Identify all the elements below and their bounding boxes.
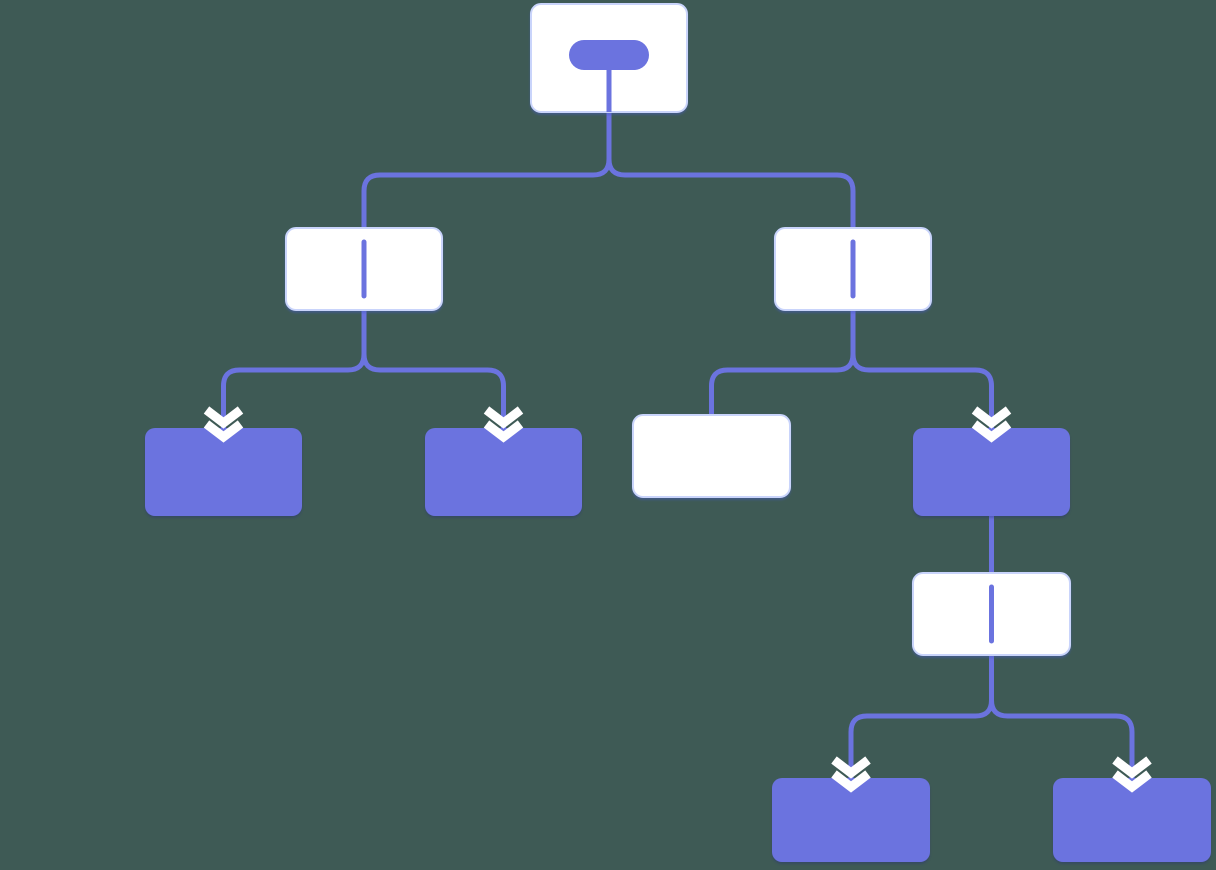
connector-edge — [221, 308, 367, 436]
double-chevron-down-icon — [831, 756, 871, 793]
action-node-3[interactable] — [913, 428, 1070, 516]
chevron-stroke — [1112, 756, 1152, 779]
chevron-stroke — [971, 406, 1012, 429]
chevron-stroke — [203, 420, 244, 443]
chevron-stroke — [1112, 770, 1152, 793]
connector-edge — [361, 110, 612, 230]
chevron-stroke — [831, 770, 871, 793]
action-node-5[interactable] — [1053, 778, 1211, 862]
action-node-1[interactable] — [145, 428, 302, 516]
connector-edge — [606, 110, 856, 230]
branch-node-bottom[interactable] — [912, 572, 1071, 656]
connector-edge — [850, 308, 994, 436]
action-box[interactable] — [1053, 778, 1211, 862]
double-chevron-down-icon — [203, 406, 244, 443]
root-node[interactable] — [530, 3, 688, 113]
action-node-2[interactable] — [425, 428, 582, 516]
connector-edge — [709, 308, 856, 417]
action-node-4[interactable] — [772, 778, 930, 862]
double-chevron-down-icon — [483, 406, 524, 443]
chevron-stroke — [971, 420, 1012, 443]
double-chevron-down-icon — [1112, 756, 1152, 793]
connector-edge — [989, 653, 1135, 786]
connector-edge — [361, 308, 506, 436]
node-box[interactable] — [632, 414, 791, 498]
plain-node[interactable] — [632, 414, 791, 498]
branch-node-left[interactable] — [285, 227, 443, 311]
chevron-stroke — [483, 406, 524, 429]
double-chevron-down-icon — [971, 406, 1012, 443]
action-box[interactable] — [425, 428, 582, 516]
chevron-stroke — [483, 420, 524, 443]
action-box[interactable] — [145, 428, 302, 516]
action-box[interactable] — [913, 428, 1070, 516]
chevron-stroke — [203, 406, 244, 429]
root-pill-icon — [569, 40, 649, 70]
connector-edge — [848, 653, 994, 786]
chevron-stroke — [831, 756, 871, 779]
action-box[interactable] — [772, 778, 930, 862]
branch-node-right[interactable] — [774, 227, 932, 311]
